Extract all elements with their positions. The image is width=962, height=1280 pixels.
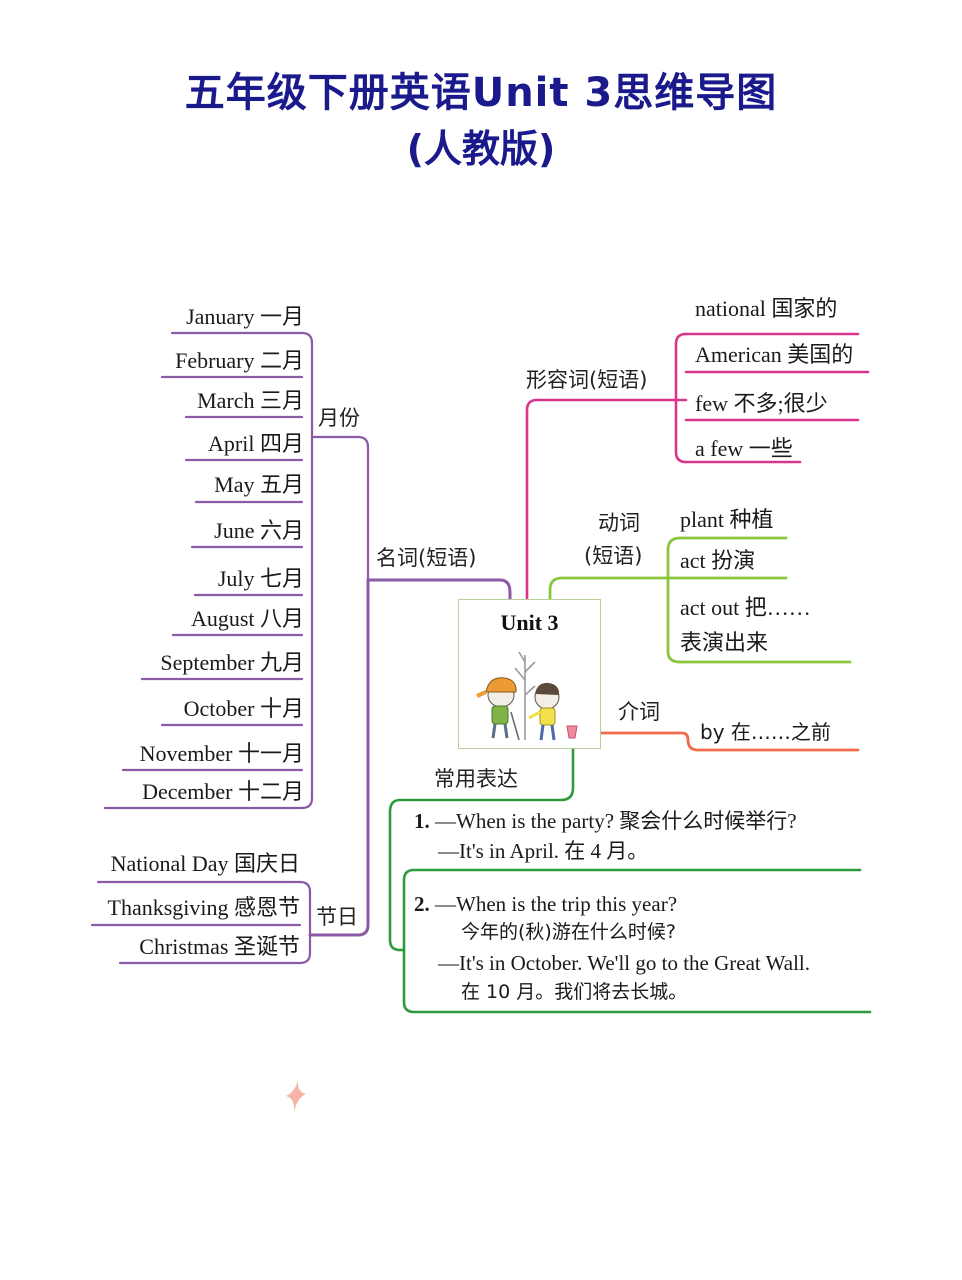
sparkle-icon [286, 1080, 306, 1112]
month-october: October 十月 [183, 696, 304, 721]
month-january: January 一月 [186, 304, 304, 329]
verb-act-out-line2: 表演出来 [680, 630, 769, 655]
expressions-category-label: 常用表达 [434, 767, 518, 791]
months-category-label: 月份 [318, 406, 360, 430]
month-september: September 九月 [160, 650, 304, 675]
month-november: November 十一月 [139, 741, 304, 766]
expression-1-number: 1. [414, 809, 430, 833]
adjective-american: American 美国的 [695, 342, 854, 367]
expression-2-answer-translation: 在 10 月。我们将去长城。 [461, 981, 688, 1003]
center-title: Unit 3 [500, 610, 559, 635]
month-april: April 四月 [208, 431, 304, 456]
expression-2-number: 2. [414, 892, 430, 916]
festival-national-day: National Day 国庆日 [110, 851, 300, 876]
nouns-connectors [308, 578, 512, 937]
expression-1-line1: 1. —When is the party? 聚会什么时候举行? [414, 811, 797, 832]
festival-christmas: Christmas 圣诞节 [139, 934, 300, 959]
expression-2-question: —When is the trip this year? [435, 892, 678, 916]
month-december: December 十二月 [142, 779, 304, 804]
expressions-connectors [388, 746, 872, 1014]
verbs-category-label-line1: 动词 [598, 511, 640, 535]
month-june: June 六月 [214, 518, 304, 543]
month-july: July 七月 [217, 566, 304, 591]
festival-thanksgiving: Thanksgiving 感恩节 [107, 895, 301, 920]
children-planting-tree-illustration [476, 651, 578, 741]
month-march: March 三月 [197, 388, 304, 413]
verbs-connectors [548, 536, 852, 664]
prepositions-category-label: 介词 [618, 700, 660, 724]
expression-1-answer: —It's in April. 在 4 月。 [438, 839, 649, 863]
adjective-national: national 国家的 [695, 296, 838, 321]
verbs-category-label-line2: (短语) [584, 544, 643, 568]
expression-2-line1: 2. —When is the trip this year? [414, 894, 677, 915]
page-subtitle: (人教版) [406, 127, 556, 171]
adjective-few: few 不多;很少 [695, 391, 828, 416]
month-february: February 二月 [175, 348, 304, 373]
month-august: August 八月 [190, 606, 304, 631]
festivals-connectors [90, 880, 312, 965]
expression-1-question: —When is the party? 聚会什么时候举行? [435, 809, 797, 833]
adjectives-category-label: 形容词(短语) [526, 368, 648, 392]
verb-act: act 扮演 [680, 548, 756, 573]
festivals-category-label: 节日 [316, 905, 358, 929]
adjective-a-few: a few 一些 [695, 436, 793, 461]
expression-2-question-translation: 今年的(秋)游在什么时候? [461, 921, 676, 943]
months-connectors [103, 331, 370, 810]
adjectives-connectors [525, 332, 870, 602]
verb-act-out-line1: act out 把…… [680, 595, 811, 620]
page-title: 五年级下册英语Unit 3思维导图 [184, 70, 778, 116]
expression-2-answer: —It's in October. We'll go to the Great … [438, 951, 811, 975]
verb-plant: plant 种植 [680, 507, 774, 532]
month-may: May 五月 [214, 472, 304, 497]
prepositions-connectors [598, 731, 860, 752]
preposition-by: by 在……之前 [700, 720, 831, 744]
center-node: Unit 3 [458, 599, 601, 749]
nouns-category-label: 名词(短语) [376, 546, 477, 570]
